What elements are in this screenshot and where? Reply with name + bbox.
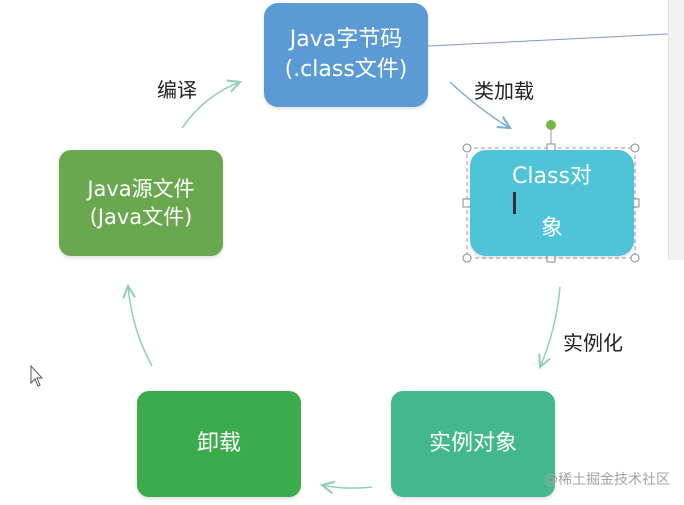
class-object-label-post: 象: [540, 216, 563, 241]
bytecode-node[interactable]: Java字节码 (.class文件): [264, 3, 428, 107]
unload-node[interactable]: 卸载: [137, 391, 301, 497]
unload-to-source-arrow: [128, 286, 153, 367]
source-file-node[interactable]: Java源文件 (Java文件): [59, 150, 223, 256]
source-title: Java源文件: [87, 176, 195, 201]
class-object-node[interactable]: Class对象: [470, 150, 634, 256]
instance-to-unload-arrow: [322, 485, 373, 488]
bytecode-title: Java字节码: [289, 27, 403, 53]
mouse-pointer-icon: [30, 364, 44, 387]
instantiate-arrow: [540, 286, 561, 367]
side-panel-edge: [668, 0, 684, 260]
class-object-label[interactable]: Class对象: [512, 162, 592, 243]
resize-handle-se[interactable]: [630, 253, 640, 263]
watermark: @稀土掘金技术社区: [544, 472, 670, 488]
connector-line: [427, 33, 669, 47]
source-subtitle: (Java文件): [89, 205, 193, 229]
instance-label: 实例对象: [428, 431, 517, 457]
instantiate-label: 实例化: [563, 331, 623, 355]
resize-handle-nw[interactable]: [462, 143, 472, 153]
compile-arrow: [181, 82, 240, 129]
compile-label: 编译: [157, 78, 197, 102]
resize-handle-ne[interactable]: [630, 143, 640, 153]
bytecode-subtitle: (.class文件): [284, 57, 408, 82]
resize-handle-sw[interactable]: [462, 253, 472, 263]
class-object-label-pre: Class对: [512, 164, 592, 190]
text-cursor: [513, 192, 517, 214]
instance-node[interactable]: 实例对象: [391, 391, 555, 497]
class-load-label: 类加载: [474, 79, 534, 103]
rotate-handle[interactable]: [546, 120, 556, 130]
class-load-arrow: [449, 81, 510, 128]
unload-label: 卸载: [196, 431, 241, 457]
